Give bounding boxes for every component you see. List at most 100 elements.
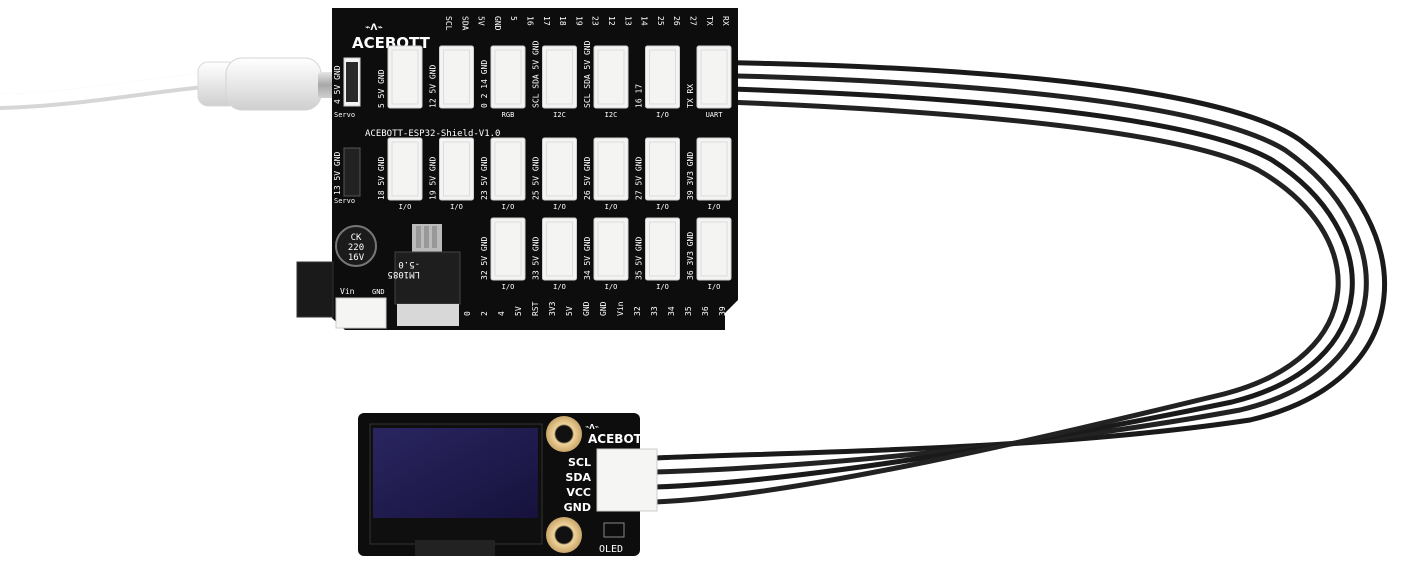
top-pin-label: 23 xyxy=(591,16,600,26)
top-pin-label: RX xyxy=(721,16,730,26)
top-pin-label: 26 xyxy=(672,16,681,26)
regulator-part: LM1085 xyxy=(387,269,420,279)
connector-label: UART xyxy=(706,111,724,119)
connector-pins: 26 5V GND xyxy=(583,156,592,200)
connector-pins: 25 5V GND xyxy=(532,156,541,200)
oled-logo-mark: ⌁Ʌ⌁ xyxy=(585,423,599,431)
bottom-pin-label: 5V xyxy=(514,306,523,316)
connector-pins: 23 5V GND xyxy=(480,156,489,200)
top-pin-label: GND xyxy=(493,16,502,31)
connector-label: I/O xyxy=(605,203,618,211)
connector-pins: 34 5V GND xyxy=(583,236,592,280)
ribbon-cable xyxy=(572,59,1388,505)
connector-label: I/O xyxy=(502,203,515,211)
top-pin-label: 14 xyxy=(640,16,649,26)
connector-label: RGB xyxy=(502,111,515,119)
oled-pin-label: SCL xyxy=(568,456,591,469)
connector-label: I/O xyxy=(656,283,669,291)
connector-pins: 19 5V GND xyxy=(429,156,438,200)
oled-pin-labels: SCL SDA VCC GND xyxy=(564,456,592,514)
top-pin-label: 25 xyxy=(656,16,665,26)
top-pin-label: SDA xyxy=(460,16,469,31)
bottom-pin-label: 39 xyxy=(718,306,727,316)
connector-pins: 0 2 14 GND xyxy=(480,60,489,108)
cap-line-1: CK xyxy=(351,233,362,243)
grove-connector: 34 5V GND I/O xyxy=(583,217,629,291)
grove-connector: 0 2 14 GND RGB xyxy=(480,45,526,119)
connector-pins: SCL SDA 5V GND xyxy=(532,40,541,108)
top-pin-label: 27 xyxy=(689,16,698,26)
top-pin-label: 19 xyxy=(574,16,583,26)
oled-screen xyxy=(373,428,538,518)
oled-pin-label: GND xyxy=(564,501,591,514)
top-pin-label: SCL xyxy=(444,16,453,31)
capacitor: CK 220 16V xyxy=(335,225,377,267)
shield-model: ACEBOTT-ESP32-Shield-V1.0 xyxy=(365,129,500,139)
bottom-pin-label: 35 xyxy=(684,306,693,316)
connector-label: I/O xyxy=(708,203,721,211)
bottom-pin-label: 34 xyxy=(667,306,676,316)
mount-hole-top xyxy=(546,416,582,452)
connector-label: I/O xyxy=(605,283,618,291)
grove-connector: 12 5V GND xyxy=(429,45,474,109)
connector-label: I/O xyxy=(553,283,566,291)
connector-pins: SCL SDA 5V GND xyxy=(583,40,592,108)
servo-header-top: 4 5V GND Servo xyxy=(333,57,361,119)
servo-top-label: Servo xyxy=(334,111,355,119)
grove-connector: 5 5V GND xyxy=(377,45,423,109)
top-pin-label: 16 xyxy=(526,16,535,26)
mount-hole-bottom xyxy=(546,517,582,553)
servo-bottom-label: Servo xyxy=(334,197,355,205)
connector-label: I2C xyxy=(605,111,618,119)
top-pin-label: 5V xyxy=(477,16,486,26)
servo-header-bottom: 13 5V GND Servo xyxy=(333,147,361,205)
bottom-pin-label: 4 xyxy=(497,311,506,316)
bottom-pin-label: GND xyxy=(599,301,608,316)
oled-pin-label: SDA xyxy=(565,471,591,484)
bottom-pin-label: 32 xyxy=(633,306,642,316)
oled-pin-label: VCC xyxy=(566,486,591,499)
bottom-pin-label: 36 xyxy=(701,306,710,316)
cap-line-2: 220 xyxy=(348,243,364,253)
top-pin-holes xyxy=(440,12,730,20)
servo-top-pins: 4 5V GND xyxy=(333,65,342,104)
grove-connector: 35 5V GND I/O xyxy=(635,217,680,291)
top-pin-label: 13 xyxy=(623,16,632,26)
connector-label: I/O xyxy=(450,203,463,211)
bottom-pin-label: 0 xyxy=(463,311,472,316)
grove-connector: 16 17I/O xyxy=(635,45,680,119)
usb-cable xyxy=(0,57,334,111)
bottom-pin-label: 2 xyxy=(480,311,489,316)
connector-label: I/O xyxy=(656,111,669,119)
cap-line-3: 16V xyxy=(348,253,365,263)
connector-pins: 35 5V GND xyxy=(635,236,644,280)
top-pin-label: 5 xyxy=(509,16,518,21)
grove-connector: TX RX UART xyxy=(686,45,732,119)
regulator-suffix: -5.0 xyxy=(398,259,420,269)
barrel-jack xyxy=(296,261,334,318)
grove-connector: SCL SDA 5V GND I2C xyxy=(583,40,629,119)
connector-pins: 18 5V GND xyxy=(377,156,386,200)
oled-brand: ACEBOTT xyxy=(588,432,651,446)
connector-label: I/O xyxy=(708,283,721,291)
bottom-pin-label: 33 xyxy=(650,306,659,316)
connector-pins: 33 5V GND xyxy=(532,236,541,280)
bottom-pin-label: RST xyxy=(531,301,540,316)
shield-logo-mark: ⌁Ʌ⌁ xyxy=(365,23,383,33)
oled-icon xyxy=(603,522,625,538)
connector-label: I2C xyxy=(553,111,566,119)
grove-connector: 33 5V GND I/O xyxy=(532,217,577,291)
connector-pins: TX RX xyxy=(686,84,695,108)
power-connector: Vin GND xyxy=(335,287,387,329)
